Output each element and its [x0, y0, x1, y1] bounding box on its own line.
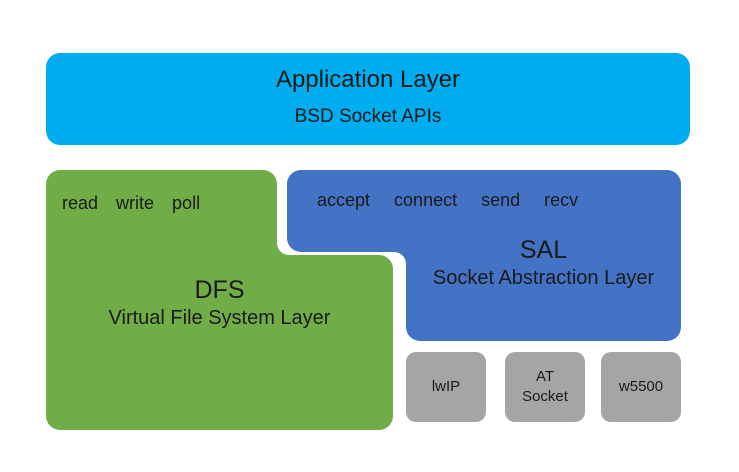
sal-api-accept: accept	[317, 190, 371, 210]
backend-label-at-socket-line2: Socket	[522, 388, 568, 405]
dfs-layer-title: DFS	[194, 276, 245, 304]
backend-label-at-socket-line1: AT	[535, 367, 555, 385]
sal-layer-shape[interactable]	[287, 170, 681, 341]
backend-label-w5500: w5500	[601, 352, 681, 422]
sal-api-recv: recv	[544, 190, 579, 210]
sal-api-connect: connect	[394, 190, 458, 210]
dfs-layer-subtitle: Virtual File System Layer	[108, 307, 331, 329]
dfs-layer-shape[interactable]	[46, 170, 393, 430]
sal-api-list: accept connect send recv	[317, 190, 578, 211]
backend-label-at-socket: AT Socket	[505, 352, 585, 422]
dfs-api-list: read write poll	[62, 193, 200, 214]
sal-api-send: send	[481, 190, 521, 210]
backend-box-w5500[interactable]	[601, 352, 681, 422]
backend-box-lwip[interactable]	[406, 352, 486, 422]
backend-label-lwip-line1: lwIP	[431, 377, 461, 395]
sal-layer-title: SAL	[519, 236, 568, 264]
application-layer-shape[interactable]	[46, 53, 690, 145]
application-layer-subtitle: BSD Socket APIs	[294, 106, 442, 127]
application-layer-title: Application Layer	[275, 66, 461, 93]
dfs-api-poll: poll	[172, 193, 201, 213]
sal-layer-subtitle: Socket Abstraction Layer	[432, 267, 655, 289]
backend-box-at-socket[interactable]	[505, 352, 585, 422]
backend-label-lwip: lwIP	[406, 352, 486, 422]
dfs-api-read: read	[62, 193, 99, 213]
dfs-api-write: write	[116, 193, 155, 213]
backend-label-w5500-line1: w5500	[618, 377, 664, 395]
